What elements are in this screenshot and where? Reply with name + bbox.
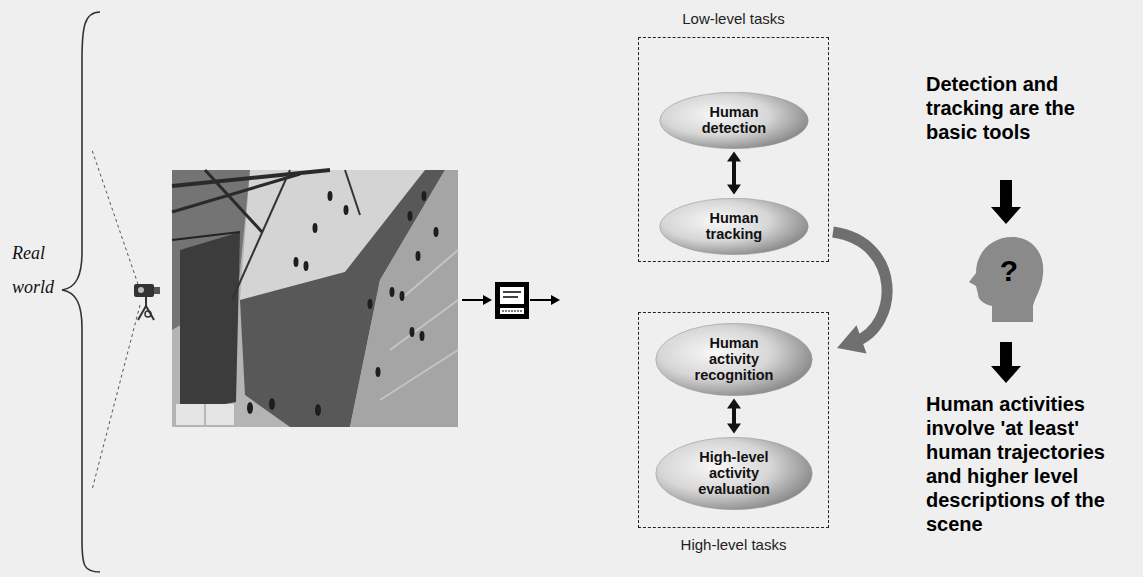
view-lines [92, 150, 140, 490]
group-heading: Low-level tasks [619, 10, 848, 27]
arrow-head [837, 325, 867, 353]
task-label: High-level activity evaluation [683, 437, 785, 510]
connector-line [732, 160, 736, 187]
arrow-head [727, 185, 741, 195]
double-arrow [727, 152, 741, 195]
double-arrow [727, 399, 741, 434]
connector-line [732, 407, 736, 426]
down-arrow [991, 342, 1021, 383]
connector-line [833, 232, 887, 341]
computer-icon [495, 282, 529, 319]
arrow-head [727, 424, 741, 434]
arrow-head [727, 152, 741, 162]
camera-icon [134, 284, 160, 320]
note-text: Human activities involve 'at least' huma… [926, 392, 1136, 536]
task-oval: Human detection [659, 92, 809, 149]
question-mark: ? [992, 254, 1018, 302]
curved-arrow [833, 232, 887, 353]
head-icon: ? [962, 232, 1048, 324]
task-oval: Human tracking [659, 198, 809, 255]
task-label: Human tracking [687, 198, 781, 254]
flow-arrow [530, 295, 560, 305]
task-oval: Human activity recognition [655, 323, 813, 396]
down-arrow [991, 180, 1021, 224]
flow-arrow [462, 295, 492, 305]
task-group: Low-level tasksHuman detectionHuman trac… [638, 37, 829, 262]
task-group: High-level tasksHuman activity recogniti… [638, 312, 829, 528]
task-oval: High-level activity evaluation [655, 437, 813, 510]
task-label: Human activity recognition [683, 323, 785, 396]
scene-photo [172, 170, 458, 427]
arrow-head [727, 399, 741, 409]
note-text: Detection and tracking are the basic too… [926, 72, 1126, 144]
side-label: Real world [12, 236, 62, 304]
task-label: Human detection [687, 92, 781, 148]
group-heading: High-level tasks [619, 536, 848, 553]
brace [62, 12, 100, 572]
